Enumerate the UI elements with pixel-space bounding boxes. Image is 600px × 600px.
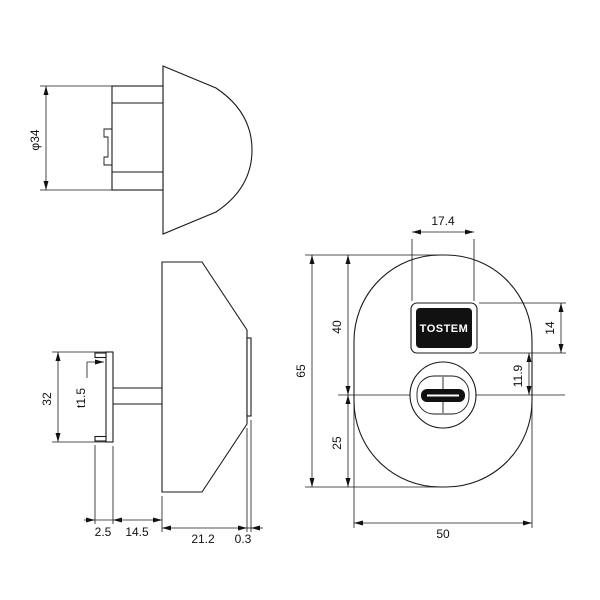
dim-logo-to-center: 11.9 — [511, 364, 525, 387]
knob-side-geometry — [103, 65, 253, 235]
plate-top-tab — [94, 352, 107, 359]
dim-turn-width: 17.4 — [431, 214, 455, 228]
plate-bottom-tab — [94, 435, 107, 442]
knob-dome-outline — [162, 65, 253, 235]
dim-overall-height: 65 — [294, 364, 308, 378]
width-extension-lines — [353, 402, 533, 528]
mounting-plate — [105, 351, 114, 443]
brand-logo-text: TOSTEM — [420, 323, 469, 335]
logo-plate-inner — [416, 308, 472, 348]
knob-shaft-outline — [111, 85, 164, 191]
bottom-extension-lines — [94, 420, 252, 532]
dim-knob-diameter: φ34 — [28, 129, 42, 150]
escutcheon-dimensions: 17.4 65 40 25 14 11.9 50 — [294, 214, 566, 541]
diameter-extension-lines — [40, 85, 112, 191]
view-escutcheon-front: TOSTEM 17.4 65 40 25 14 11.9 — [294, 214, 566, 541]
dim-plate-height: 32 — [40, 392, 54, 406]
dim-plate-thickness: t1.5 — [74, 388, 88, 408]
height-extension-lines — [305, 254, 438, 488]
plate-thickness-leader — [86, 359, 104, 378]
dim-logo-height: 14 — [543, 321, 557, 335]
dim-center-to-bottom: 25 — [330, 436, 344, 450]
knob-side-dimensions: φ34 — [28, 85, 112, 191]
turn-width-extension-lines — [411, 239, 475, 301]
dim-tab-offset: 2.5 — [95, 525, 112, 539]
view-knob-side: φ34 — [28, 65, 253, 235]
view-knob-section: 32 t1.5 2.5 14.5 21.2 0.3 — [40, 261, 263, 546]
shaft-cam-tab — [103, 128, 112, 166]
spindle-lines — [113, 387, 162, 405]
dim-center-to-top: 40 — [330, 320, 344, 334]
knob-face-lip — [246, 337, 252, 417]
dim-face-lip: 0.3 — [235, 532, 252, 546]
dim-spindle-length: 14.5 — [125, 525, 149, 539]
knob-frustum-outline — [161, 261, 248, 493]
plate-height-extension-lines — [52, 351, 106, 443]
dim-knob-depth: 21.2 — [191, 532, 215, 546]
shaft-step-lines — [112, 102, 163, 173]
escutcheon-geometry: TOSTEM — [338, 254, 565, 488]
dim-overall-width: 50 — [436, 527, 450, 541]
thumbturn-oval — [416, 375, 470, 415]
knob-section-dimensions: 32 t1.5 2.5 14.5 21.2 0.3 — [40, 351, 263, 546]
knob-section-geometry — [94, 261, 252, 493]
logo-extension-lines — [479, 302, 566, 354]
